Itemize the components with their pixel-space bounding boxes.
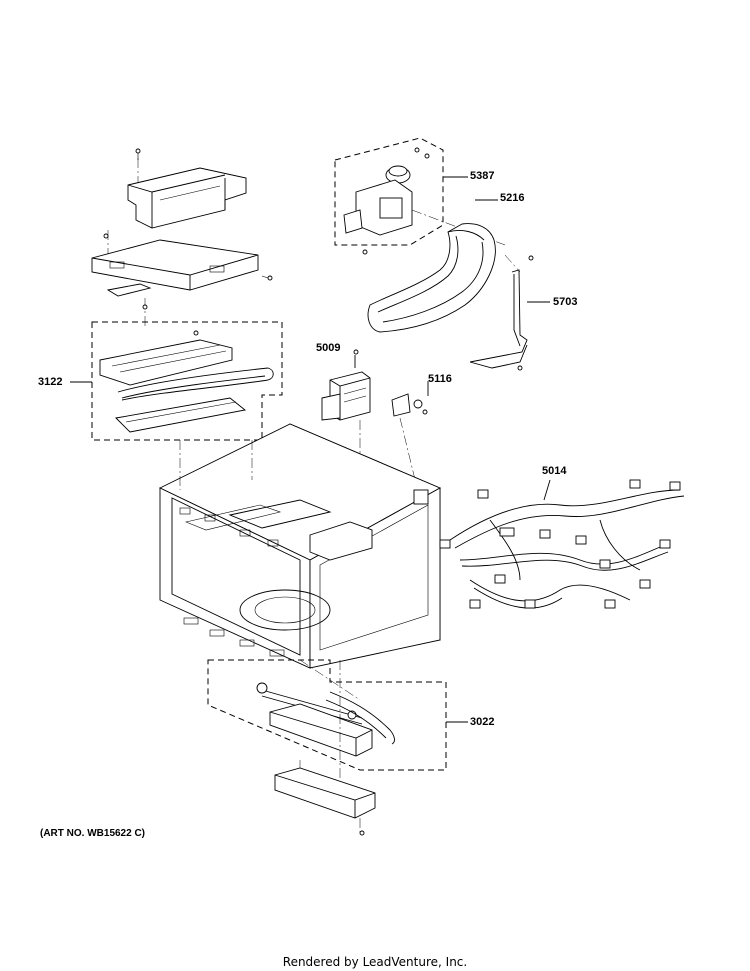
- sensor-5116: [391, 381, 429, 501]
- callout-3122: 3122: [38, 376, 63, 388]
- callout-5014: 5014: [542, 465, 567, 477]
- wire-harness-5014: [439, 479, 685, 609]
- callout-5703: 5703: [553, 296, 578, 308]
- art-number: (ART NO. WB15622 C): [40, 828, 146, 839]
- air-duct-5216: [367, 199, 534, 333]
- callout-5009: 5009: [316, 342, 341, 354]
- bracket-5703: [469, 254, 550, 371]
- callout-3022: 3022: [470, 716, 495, 728]
- footer-credit: Rendered by LeadVenture, Inc.: [282, 955, 468, 969]
- heater-assembly-3122: [70, 321, 283, 441]
- oven-cavity: [158, 423, 442, 701]
- callout-5116: 5116: [428, 373, 452, 385]
- bottom-tray: [274, 767, 376, 836]
- top-cover-assembly: [91, 148, 273, 328]
- light-assembly-3022: [207, 659, 468, 771]
- fan-assembly-5387: [334, 137, 506, 255]
- callout-5216: 5216: [500, 192, 525, 204]
- callout-5387: 5387: [470, 170, 495, 182]
